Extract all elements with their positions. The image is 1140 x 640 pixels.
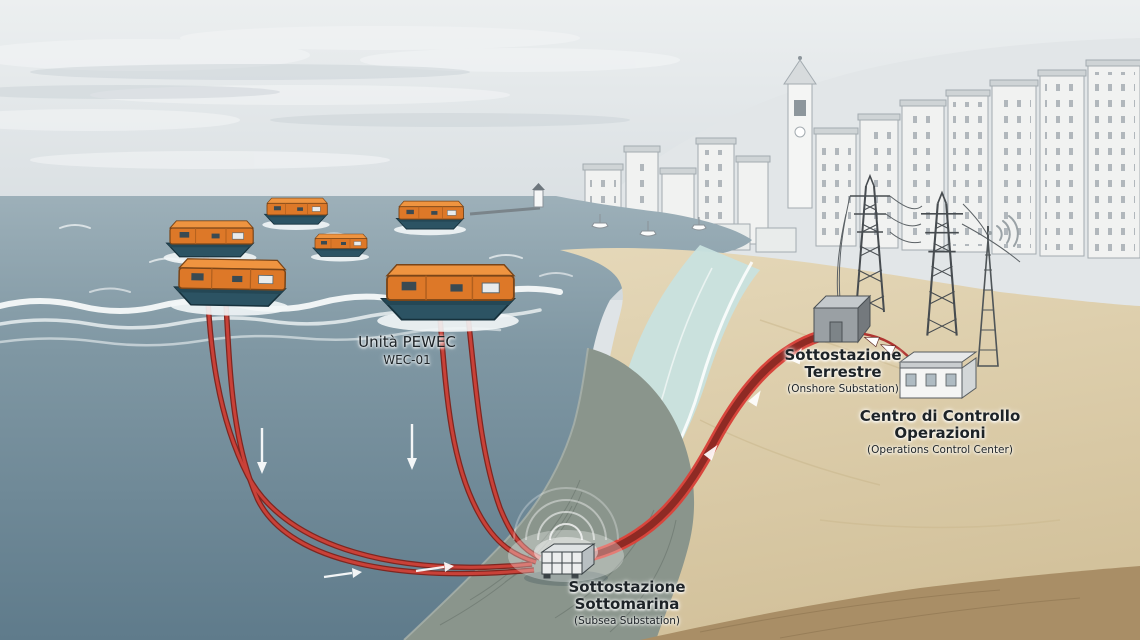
export-cable <box>587 324 840 562</box>
clouds <box>0 26 680 169</box>
onshore-substation <box>812 294 872 344</box>
pylons <box>836 173 1021 336</box>
subsea-substation-label: Sottostazione Sottomarina (Subsea Substa… <box>558 579 696 627</box>
control-center-building <box>898 351 978 399</box>
pewec-label-title: Unità PEWEC <box>358 333 456 351</box>
power-lines <box>836 195 1021 301</box>
lighthouse <box>533 189 544 208</box>
subsea-substation-title: Sottostazione Sottomarina <box>568 578 686 613</box>
control-center-label: Centro di Controllo Operazioni (Operatio… <box>850 408 1030 456</box>
flow-arrows <box>257 347 802 579</box>
soil-texture <box>699 589 1081 639</box>
pewec-label-code: WEC-01 <box>383 352 431 367</box>
pewec-float <box>310 233 370 262</box>
array-cables <box>203 255 542 577</box>
pewec-float <box>261 197 331 231</box>
soil <box>640 566 1140 640</box>
control-center-title: Centro di Controllo Operazioni <box>859 407 1021 442</box>
subsea-signal-icon <box>513 487 619 541</box>
pylon-icon <box>850 173 890 313</box>
onshore-substation-subtitle: (Onshore Substation) <box>787 382 899 395</box>
cloud-shadows <box>0 64 630 127</box>
pewec-float <box>376 263 520 333</box>
pewec-float <box>393 200 467 236</box>
church-tower <box>783 56 817 209</box>
cliff-edge <box>403 347 589 640</box>
radio-tower <box>977 215 1019 367</box>
subsea-substation <box>508 487 624 586</box>
boats <box>591 214 707 237</box>
harbor <box>469 183 707 237</box>
pewec-label: Unità PEWEC WEC-01 <box>322 334 492 367</box>
pylon-icon <box>921 190 963 336</box>
radio-signal-icon <box>996 215 1019 247</box>
pewec-float <box>163 220 257 266</box>
subsea-substation-subtitle: (Subsea Substation) <box>574 614 680 627</box>
onshore-substation-title: Sottostazione Terrestre <box>784 346 902 381</box>
pewec-float <box>169 257 291 318</box>
control-center-subtitle: (Operations Control Center) <box>867 443 1013 456</box>
cliff-rock <box>404 348 695 640</box>
onshore-substation-label: Sottostazione Terrestre (Onshore Substat… <box>780 347 906 395</box>
